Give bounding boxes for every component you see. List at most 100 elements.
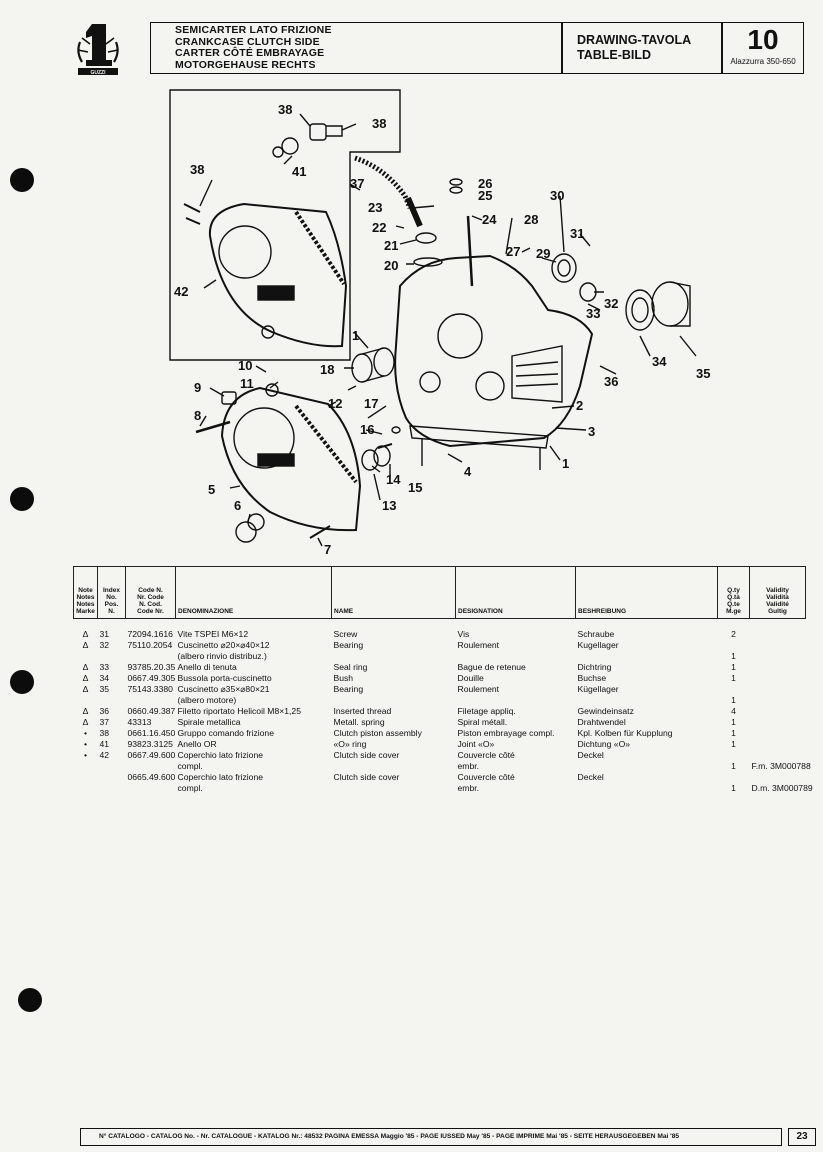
punch-hole: [10, 487, 34, 511]
callout-8: 8: [194, 408, 201, 423]
cell-line: [752, 640, 804, 651]
callout-42: 42: [174, 284, 188, 299]
header-name: NAME: [331, 566, 456, 619]
cell-line: [752, 706, 804, 717]
beshreibung-cell: Deckel: [576, 750, 718, 772]
name-cell: Clutch side cover: [332, 750, 456, 772]
designation-cell: Roulement: [456, 684, 576, 706]
index-cell: 37: [99, 717, 110, 727]
name-cell: Inserted thread: [332, 706, 456, 717]
name-cell: Clutch side cover: [332, 772, 456, 794]
callout-35: 35: [696, 366, 710, 381]
callout-27: 27: [506, 244, 520, 259]
note-cell: Δ: [82, 684, 89, 694]
qty-cell: 1: [718, 662, 750, 673]
beshreibung-cell: Schraube: [576, 619, 718, 641]
cell-line: [720, 750, 748, 761]
validity-cell: [750, 684, 806, 706]
cell-line: Dichtring: [577, 662, 612, 672]
callout-26: 26: [478, 176, 492, 191]
validity-cell: [750, 673, 806, 684]
callout-38: 38: [190, 162, 204, 177]
exploded-diagram: 38 38 41 38 37 26 25 24 23 22 21 20 28 2…: [160, 86, 740, 566]
cell-line: [752, 739, 804, 750]
beshreibung-cell: Kügellager: [576, 684, 718, 706]
cell-line: Seal ring: [333, 662, 368, 672]
callout-25: 25: [478, 188, 492, 203]
callout-31: 31: [570, 226, 584, 241]
callout-15: 15: [408, 480, 422, 495]
code-cell: 0661.16.450: [127, 728, 176, 738]
cell-line: Clutch side cover: [333, 750, 400, 760]
cell-line: (albero rinvio distribuz.): [177, 651, 267, 661]
validity-cell: F.m. 3M000788: [750, 750, 811, 772]
cell-line: 1: [731, 651, 736, 661]
callout-24: 24: [482, 212, 497, 227]
cell-line: 1: [731, 761, 736, 771]
cell-line: 1: [731, 783, 736, 793]
callout-14: 14: [386, 472, 401, 487]
cell-line: 1: [731, 739, 736, 749]
note-cell: Δ: [82, 673, 89, 683]
callout-5: 5: [208, 482, 215, 497]
denominazione-cell: Spirale metallica: [176, 717, 332, 728]
validity-cell: [750, 706, 806, 717]
callout-32: 32: [604, 296, 618, 311]
title-french: CARTER CÔTÉ EMBRAYAGE: [175, 47, 325, 59]
code-cell: 75110.2054: [127, 640, 173, 650]
cell-line: «O» ring: [333, 739, 367, 749]
callout-30: 30: [550, 188, 564, 203]
callout-23: 23: [368, 200, 382, 215]
cell-line: Bague de retenue: [457, 662, 526, 672]
cell-line: Coperchio lato frizione: [177, 750, 264, 760]
title-german: MOTORGEHAUSE RECHTS: [175, 58, 316, 71]
name-cell: Bearing: [332, 640, 456, 662]
cell-line: Gruppo comando frizione: [177, 728, 275, 738]
title-english: CRANKCASE CLUTCH SIDE: [175, 35, 320, 48]
logo-text: GUZZI: [91, 70, 107, 76]
cell-line: Screw: [333, 629, 358, 639]
table-number-box: 10 Alazzurra 350-650: [722, 22, 804, 74]
name-cell: Bush: [332, 673, 456, 684]
cell-line: Joint «O»: [457, 739, 495, 749]
title-italian: SEMICARTER LATO FRIZIONE: [175, 24, 332, 36]
cell-line: Piston embrayage compl.: [457, 728, 555, 738]
callout-10: 10: [238, 358, 252, 373]
index-cell: 35: [99, 684, 110, 694]
designation-cell: Spiral métall.: [456, 717, 576, 728]
callout-21: 21: [384, 238, 398, 253]
page-number: 23: [788, 1128, 816, 1146]
code-cell: 72094.1616: [127, 629, 173, 639]
index-cell: 38: [99, 728, 110, 738]
callout-37: 37: [350, 176, 364, 191]
code-cell: 75143.3380: [127, 684, 173, 694]
callout-36: 36: [604, 374, 618, 389]
designation-cell: Bague de retenue: [456, 662, 576, 673]
qty-cell: 1: [718, 717, 750, 728]
cell-line: Bussola porta-cuscinetto: [177, 673, 272, 683]
cell-line: Kugellager: [577, 640, 619, 650]
callout-1: 1: [352, 328, 359, 343]
qty-cell: 1: [718, 772, 750, 794]
cell-line: 1: [731, 673, 736, 683]
cell-line: [752, 717, 804, 728]
cell-line: Roulement: [457, 684, 500, 694]
note-cell: •: [83, 750, 87, 760]
name-cell: Seal ring: [332, 662, 456, 673]
cell-line: Gewindeinsatz: [577, 706, 634, 716]
cell-line: Spirale metallica: [177, 717, 241, 727]
callout-34: 34: [652, 354, 667, 369]
qty-cell: 1: [718, 728, 750, 739]
cell-line: Anello di tenuta: [177, 662, 237, 672]
index-cell: 41: [99, 739, 110, 749]
validity-cell: [750, 619, 806, 641]
cell-line: [752, 673, 804, 684]
cell-line: 1: [731, 728, 736, 738]
